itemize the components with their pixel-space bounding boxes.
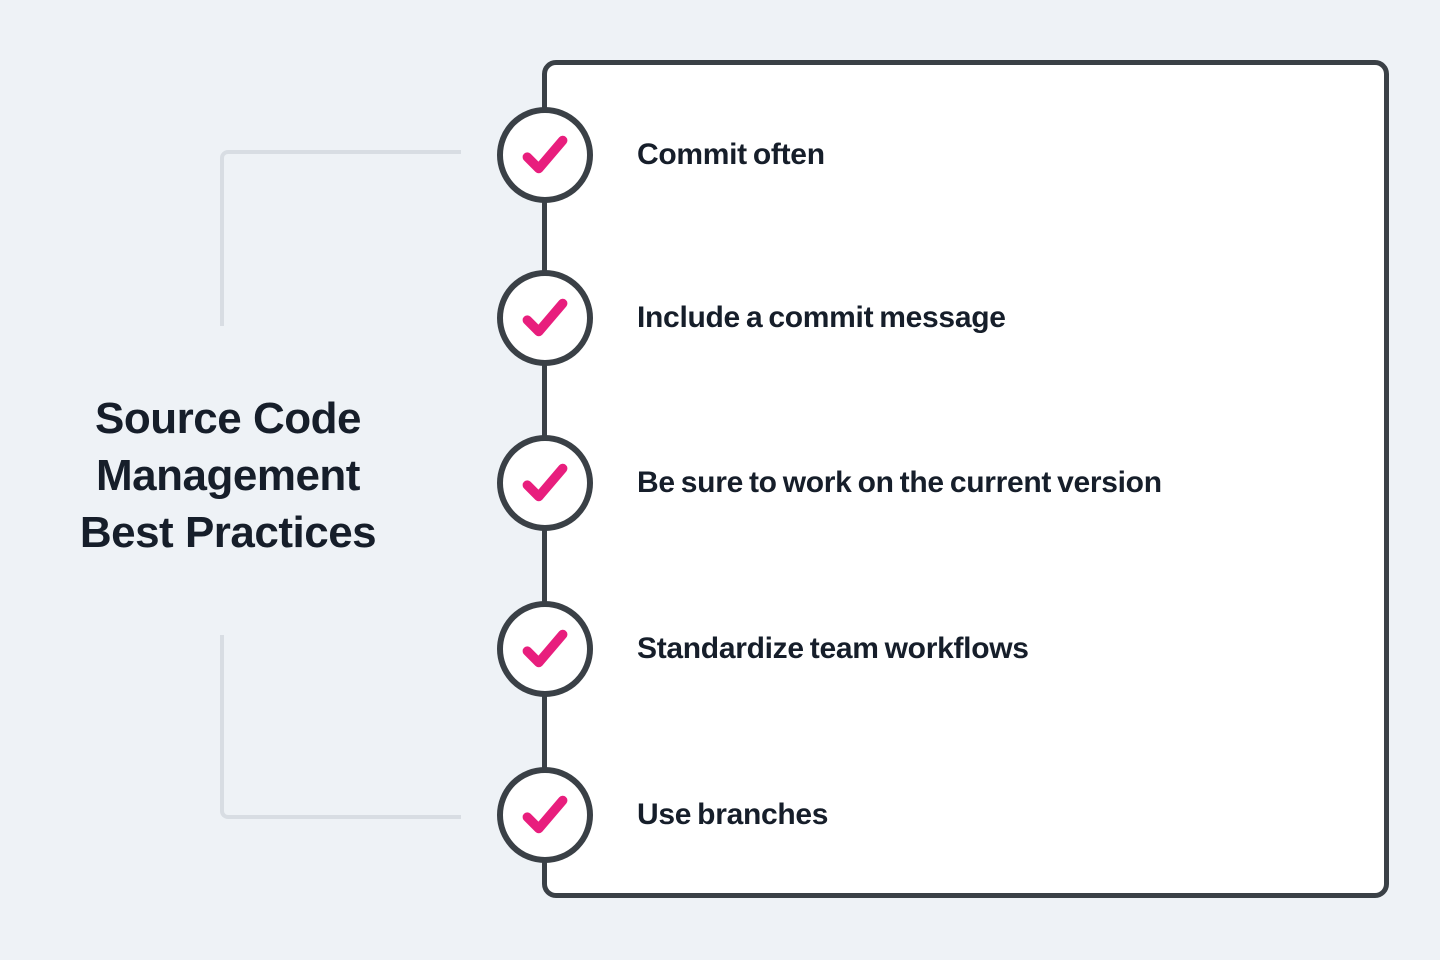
list-item-label: Include a commit message [637,301,1006,334]
list-item: Include a commit message [497,270,1006,366]
page-title: Source Code Management Best Practices [16,390,440,561]
title-bracket-bottom [220,635,461,819]
check-icon [522,463,568,502]
list-item: Standardize team workflows [497,601,1029,697]
check-circle [497,435,593,531]
list-item: Commit often [497,107,825,203]
check-circle [497,270,593,366]
check-icon [522,298,568,337]
check-icon [522,135,568,174]
best-practices-card [542,60,1389,898]
list-item-label: Commit often [637,138,825,171]
list-item-label: Be sure to work on the current version [637,466,1162,499]
check-circle [497,601,593,697]
check-circle [497,767,593,863]
title-bracket-top [220,150,461,326]
list-item: Use branches [497,767,828,863]
list-item-label: Standardize team workflows [637,632,1029,665]
page-title-line: Management [96,451,360,500]
check-icon [522,795,568,834]
page-title-line: Source Code [95,394,361,443]
list-item-label: Use branches [637,798,829,831]
list-item: Be sure to work on the current version [497,435,1162,531]
check-icon [522,629,568,668]
page-title-line: Best Practices [79,508,377,557]
check-circle [497,107,593,203]
